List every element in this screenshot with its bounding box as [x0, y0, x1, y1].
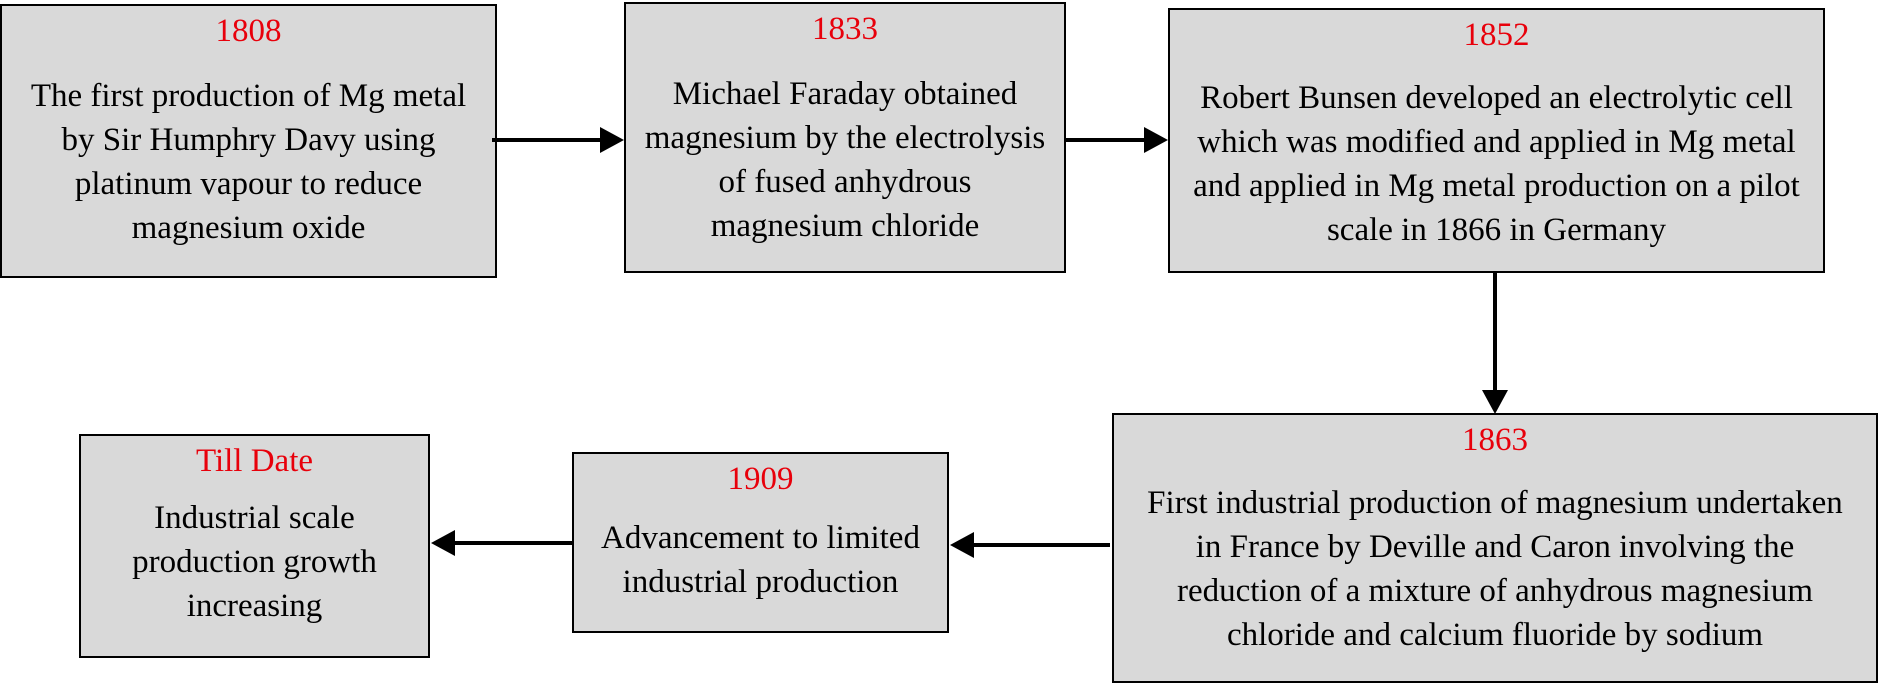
year-label: Till Date: [195, 443, 314, 479]
year-label: 1808: [215, 13, 282, 49]
timeline-box-1808: 1808 The first production of Mg metal by…: [0, 4, 497, 278]
event-description: The first production of Mg metal by Sir …: [30, 78, 467, 246]
timeline-box-1863: 1863 First industrial production of magn…: [1112, 413, 1878, 683]
timeline-box-1852: 1852 Robert Bunsen developed an electrol…: [1168, 8, 1825, 273]
year-label: 1852: [1463, 17, 1530, 53]
year-label: 1863: [1462, 422, 1528, 458]
year-label: 1833: [812, 11, 878, 47]
arrow-1909-to-till-date: [431, 530, 572, 556]
arrow-1833-to-1852: [1066, 127, 1168, 153]
timeline-box-1909: 1909 Advancement to limited industrial p…: [572, 452, 949, 633]
event-description: First industrial production of magnesium…: [1147, 485, 1843, 653]
timeline-box-1833: 1833 Michael Faraday obtained magnesium …: [624, 2, 1066, 273]
event-description: Advancement to limited industrial produc…: [601, 520, 920, 600]
timeline-box-till-date: Till Date Industrial scale production gr…: [79, 434, 430, 658]
year-label: 1909: [727, 461, 794, 497]
arrow-1852-to-1863: [1482, 273, 1508, 414]
event-description: Industrial scale production growth incre…: [132, 500, 377, 624]
event-description: Michael Faraday obtained magnesium by th…: [644, 76, 1046, 244]
arrow-1808-to-1833: [492, 127, 624, 153]
arrow-1863-to-1909: [950, 532, 1110, 558]
event-description: Robert Bunsen developed an electrolytic …: [1193, 80, 1800, 248]
